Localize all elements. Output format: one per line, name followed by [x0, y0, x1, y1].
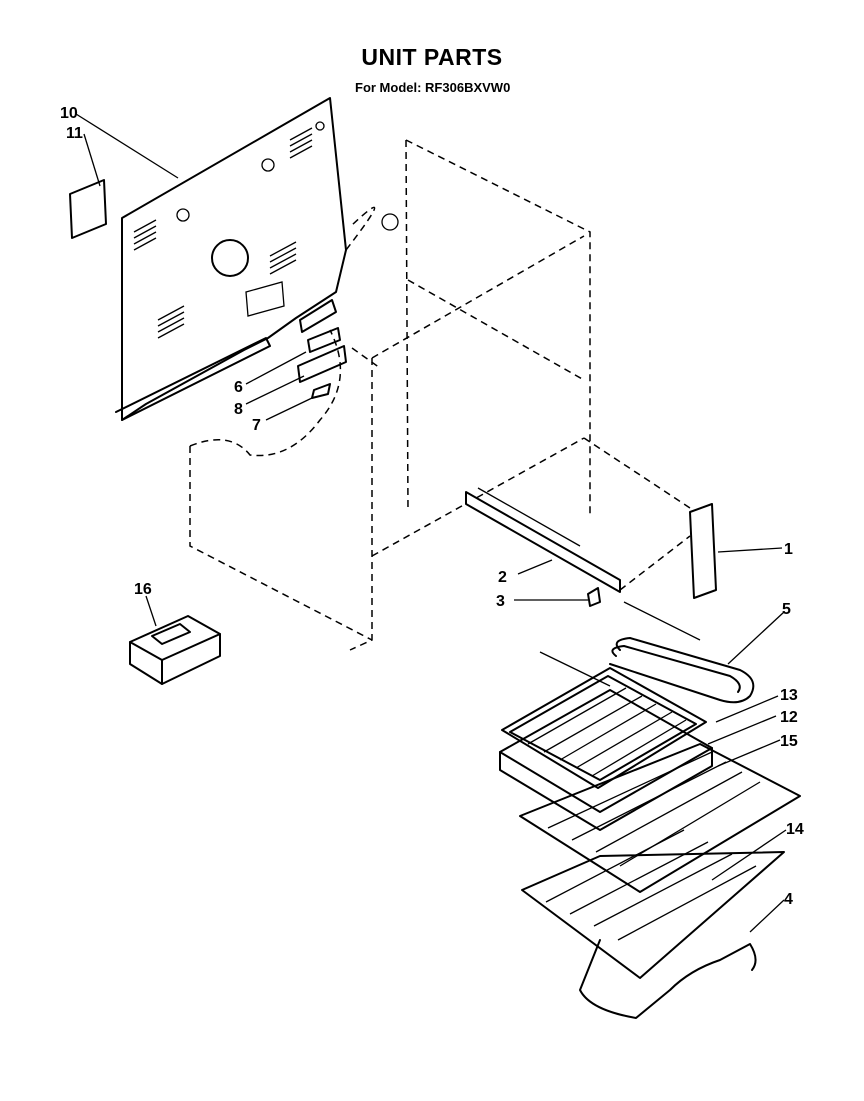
callout-5: 5 [782, 601, 791, 618]
callout-6: 6 [234, 379, 243, 396]
callout-labels: 10 11 6 8 7 1 2 3 5 13 12 15 14 4 16 [60, 105, 804, 908]
callout-12: 12 [780, 709, 798, 726]
model-subtitle: For Model: RF306BXVW0 [355, 80, 511, 95]
callout-15: 15 [780, 733, 798, 750]
page-title: UNIT PARTS [361, 44, 503, 70]
broil-element [609, 601, 755, 704]
callout-13: 13 [780, 687, 798, 704]
side-trim [689, 503, 717, 599]
rail-clip [587, 587, 601, 607]
bottom-rail [465, 487, 621, 593]
literature-box [129, 615, 221, 685]
leader-lines [75, 113, 787, 933]
callout-3: 3 [496, 593, 505, 610]
callout-7: 7 [252, 417, 261, 434]
callout-16: 16 [134, 581, 152, 598]
broiler-grid [501, 651, 707, 789]
oven-rack [521, 829, 785, 979]
oven-rack-upper [519, 743, 801, 893]
callout-14: 14 [786, 821, 804, 838]
callout-4: 4 [784, 891, 793, 908]
broiler-pan [499, 689, 713, 831]
callout-8: 8 [234, 401, 243, 418]
bake-element [579, 939, 757, 1019]
callout-2: 2 [498, 569, 507, 586]
callout-11: 11 [66, 125, 83, 142]
range-cabinet [189, 139, 691, 651]
callout-1: 1 [784, 541, 793, 558]
callout-10: 10 [60, 105, 78, 122]
back-panel [115, 97, 347, 421]
access-cover [69, 179, 107, 239]
